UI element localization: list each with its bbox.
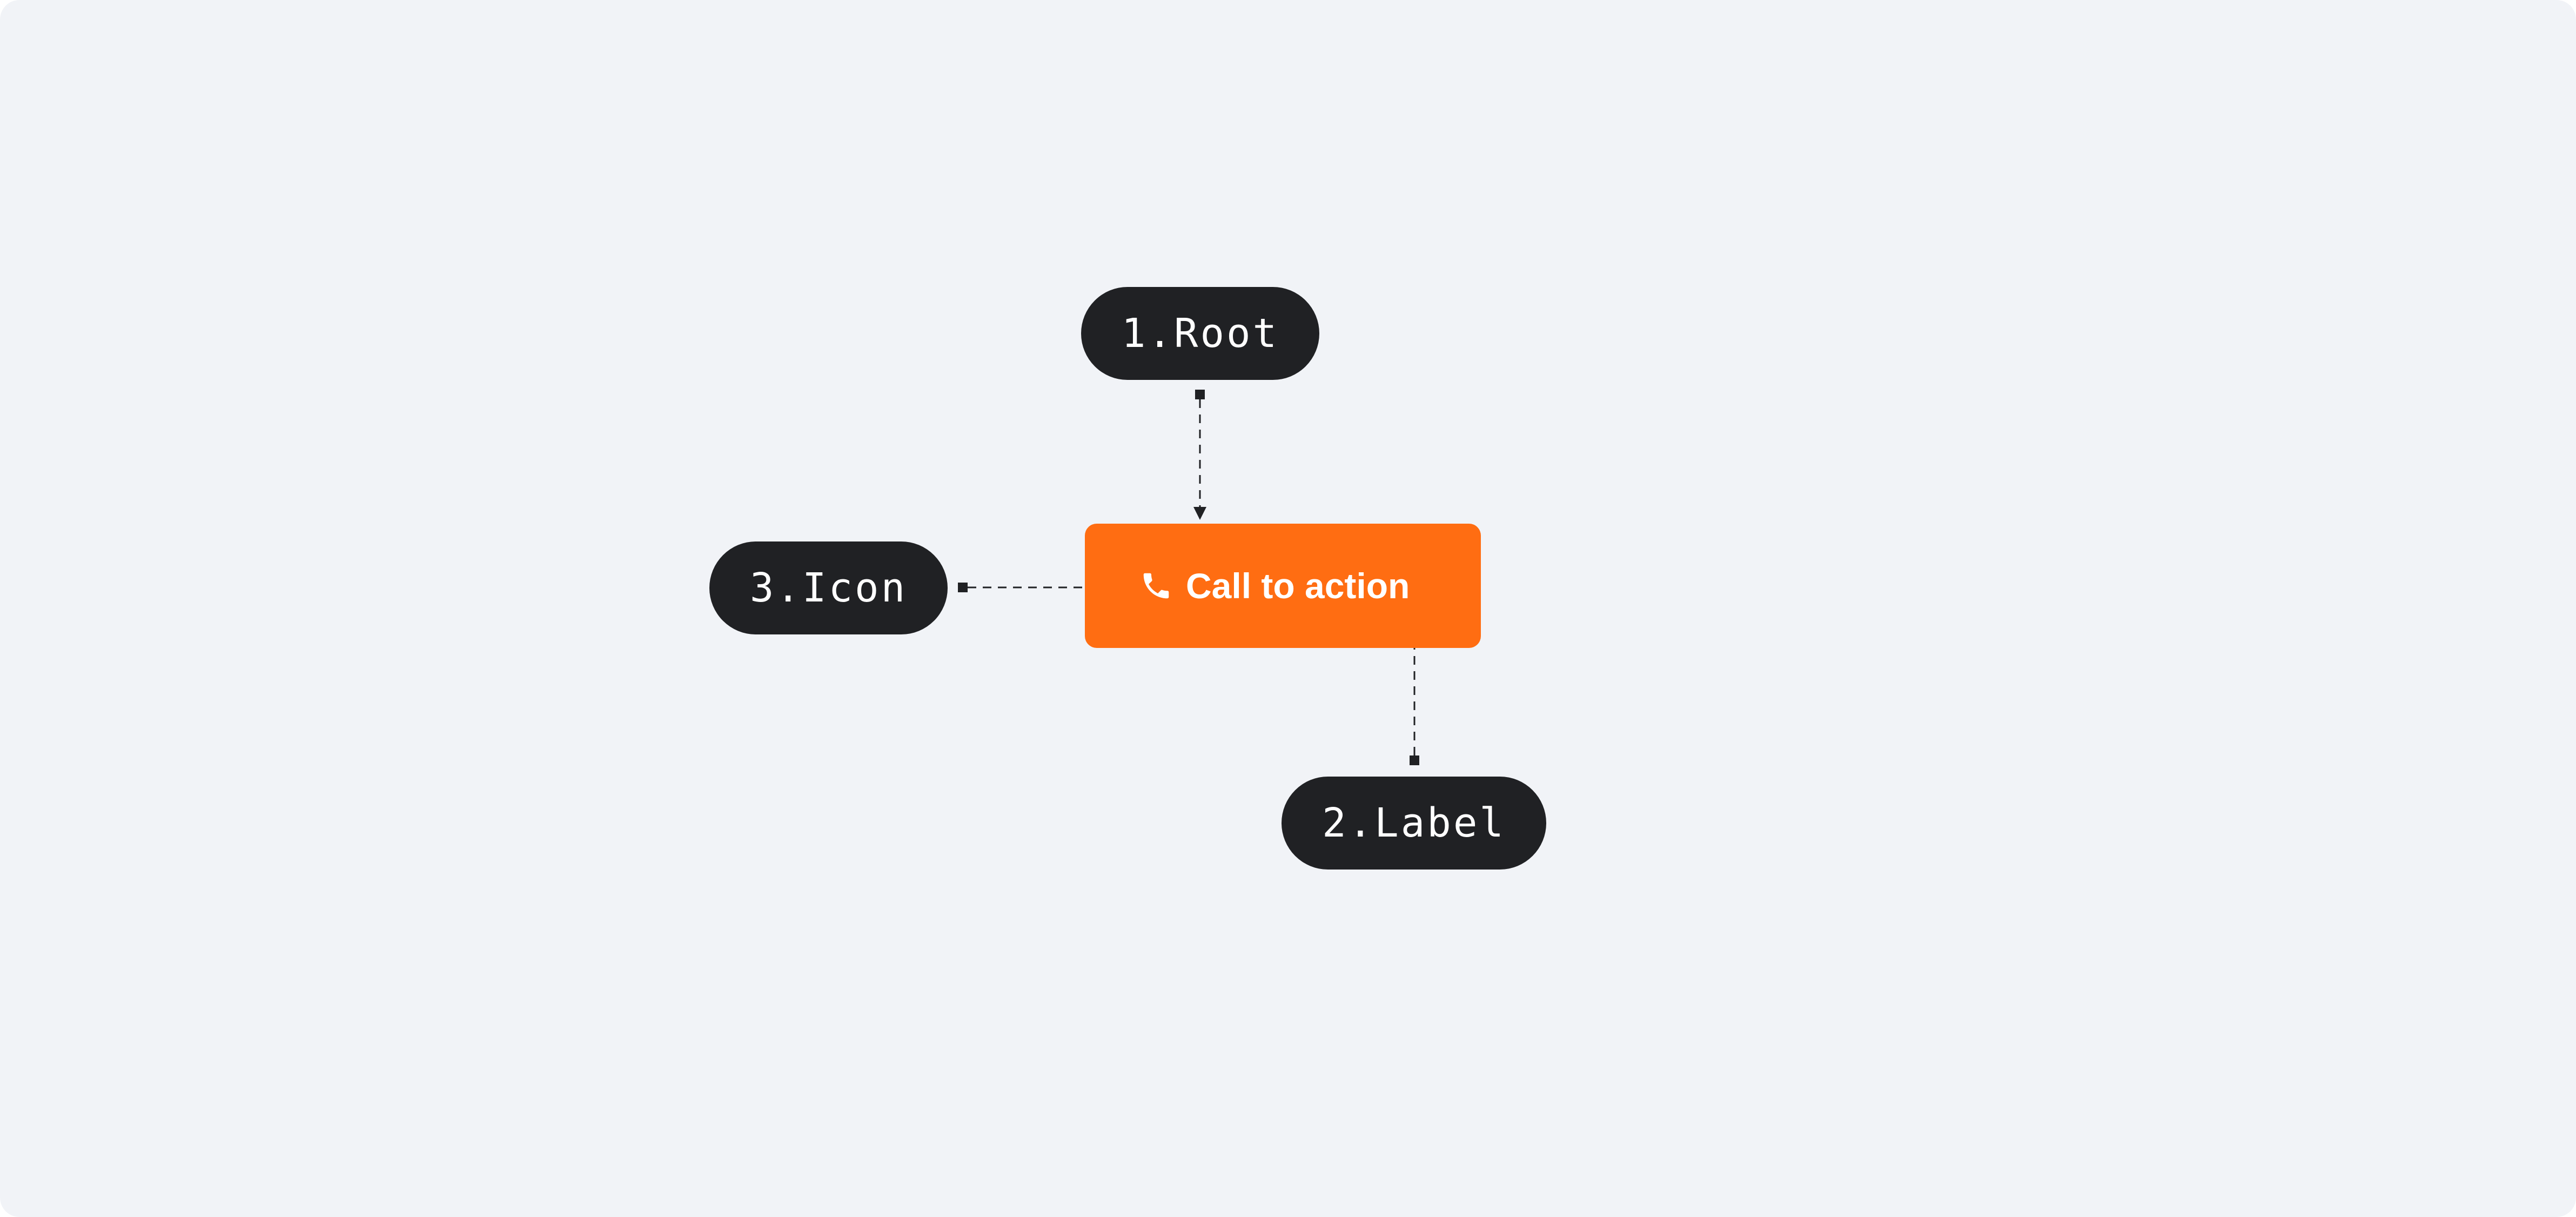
annotation-root: 1.Root	[1081, 287, 1319, 380]
annotation-icon: 3.Icon	[709, 541, 948, 634]
call-to-action-button[interactable]: Call to action	[1085, 524, 1481, 648]
annotation-icon-label: 3.Icon	[749, 565, 908, 611]
connector-root	[1193, 390, 1206, 520]
annotation-root-label: 1.Root	[1121, 310, 1279, 357]
call-to-action-label: Call to action	[1186, 566, 1410, 606]
annotation-label-label: 2.Label	[1322, 800, 1506, 846]
phone-icon	[1139, 569, 1173, 603]
annotation-label: 2.Label	[1282, 777, 1546, 870]
